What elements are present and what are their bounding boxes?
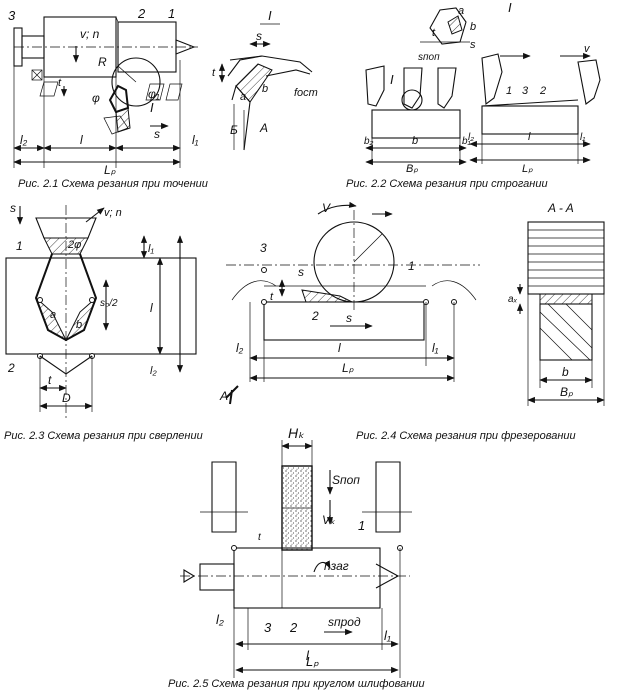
fig4-V: V bbox=[322, 201, 331, 215]
fig2-planing-diagram: I a b s sпоп t I b₂ b b₁ Bₚ v 1 3 2 l₂ bbox=[364, 0, 601, 175]
fig2-n1: 1 bbox=[506, 85, 512, 97]
fig3-n1: 1 bbox=[16, 239, 23, 253]
caption-fig-2-1: Рис. 2.1 Схема резания при точении bbox=[18, 178, 208, 190]
fig2-b: b bbox=[412, 135, 418, 147]
fig2-label-I: I bbox=[390, 72, 394, 87]
fig1-dim-l1: l₁ bbox=[192, 133, 199, 147]
fig1-label-2: 2 bbox=[137, 6, 146, 21]
fig5-sprod: sпрод bbox=[328, 615, 361, 629]
fig3-D: D bbox=[62, 391, 71, 405]
fig4-s: s bbox=[298, 265, 304, 279]
fig3-vn: v; n bbox=[104, 207, 122, 219]
fig4-section-Bp: Bₚ bbox=[560, 385, 574, 399]
fig4-A: A bbox=[219, 389, 228, 403]
fig1-detail-A: A bbox=[259, 121, 268, 135]
fig2-n2: 2 bbox=[539, 85, 546, 97]
caption-fig-2-5: Рис. 2.5 Схема резания при круглом шлифо… bbox=[168, 678, 425, 690]
fig1-detail-B: Б bbox=[230, 123, 238, 137]
fig4-l1: l₁ bbox=[432, 341, 439, 355]
fig5-l: l bbox=[306, 648, 310, 663]
fig4-n2: 2 bbox=[311, 309, 319, 323]
fig5-spop: Sпоп bbox=[332, 473, 360, 487]
fig3-a: a bbox=[50, 309, 56, 321]
fig2-Lp: Lₚ bbox=[522, 163, 533, 175]
fig3-b: b bbox=[76, 319, 82, 331]
fig1-detail-b: b bbox=[262, 83, 268, 95]
fig5-Lp: Lₚ bbox=[306, 654, 319, 669]
fig1-label-phi1: φ₁ bbox=[148, 87, 160, 101]
fig3-l1: l₁ bbox=[148, 243, 154, 255]
fig1-label-1: 1 bbox=[168, 6, 175, 21]
fig3-l2: l₂ bbox=[150, 365, 157, 377]
fig1-detail-t: t bbox=[212, 67, 216, 79]
caption-fig-2-4: Рис. 2.4 Схема резания при фрезеровании bbox=[356, 430, 576, 442]
fig3-n2: 2 bbox=[7, 361, 15, 375]
fig2-v: v bbox=[584, 43, 591, 55]
fig1-detail-fost: fост bbox=[294, 87, 318, 99]
fig2-l1: l₁ bbox=[580, 132, 585, 143]
fig2-top-s: s bbox=[470, 39, 476, 51]
fig5-nzag: nзаг bbox=[324, 559, 349, 573]
fig4-section-AA: A - A bbox=[547, 201, 574, 215]
fig3-drilling-diagram: s v; n 2φ 1 2 l₁ l l₂ s₀/2 a b t D bbox=[5, 201, 197, 420]
fig4-milling-diagram: V 3 t s 1 2 s l₂ l l₁ Lₚ A A - A bbox=[219, 201, 605, 406]
fig4-t: t bbox=[270, 291, 274, 303]
fig2-Bp: Bₚ bbox=[406, 163, 418, 175]
fig1-detail-s: s bbox=[256, 29, 262, 43]
fig3-phi: 2φ bbox=[67, 239, 81, 251]
fig1-label-I: I bbox=[150, 100, 154, 115]
fig1-detail-a: a bbox=[240, 91, 246, 103]
fig5-grinding-diagram: Hₖ Sпоп Vₖ 1 t nзаг l₂ 3 2 sпрод l l₁ Lₚ bbox=[180, 425, 412, 678]
fig2-n3: 3 bbox=[522, 85, 529, 97]
fig1-label-R: R bbox=[98, 55, 107, 69]
fig4-n1: 1 bbox=[408, 259, 415, 273]
fig1-label-s: s bbox=[154, 127, 160, 141]
fig1-dim-Lp: Lₚ bbox=[104, 163, 117, 177]
caption-fig-2-3: Рис. 2.3 Схема резания при сверлении bbox=[4, 430, 203, 442]
fig2-b2: b₂ bbox=[364, 136, 374, 147]
fig3-s: s bbox=[10, 201, 16, 215]
fig2-top-t: t bbox=[432, 27, 436, 39]
fig4-az: aₓ bbox=[508, 294, 518, 305]
fig1-turning-diagram: 3 2 1 v; n R t φ φ₁ I s l₂ l l₁ Lₚ I s t… bbox=[8, 6, 318, 177]
fig5-n1: 1 bbox=[358, 518, 365, 533]
fig1-label-vn: v; n bbox=[80, 27, 100, 41]
fig4-l2: l₂ bbox=[236, 341, 244, 355]
fig1-label-3: 3 bbox=[8, 8, 16, 23]
fig5-n2: 2 bbox=[289, 620, 298, 635]
fig2-top-I: I bbox=[508, 0, 512, 15]
fig1-detail-I: I bbox=[268, 8, 272, 23]
fig2-l: l bbox=[528, 131, 531, 143]
fig2-b1: b₁ bbox=[462, 136, 471, 147]
fig4-s-bottom: s bbox=[346, 311, 352, 325]
fig4-Lp: Lₚ bbox=[342, 361, 355, 375]
fig1-dim-l2: l₂ bbox=[20, 133, 28, 147]
fig5-l1: l₁ bbox=[384, 628, 391, 643]
fig2-top-spop: sпоп bbox=[418, 52, 440, 63]
fig3-l: l bbox=[150, 301, 153, 315]
fig4-n3: 3 bbox=[260, 241, 267, 255]
fig4-l: l bbox=[338, 341, 341, 355]
fig5-n3: 3 bbox=[264, 620, 272, 635]
fig5-Hk: Hₖ bbox=[288, 425, 305, 441]
fig2-top-b: b bbox=[470, 21, 476, 33]
fig5-t: t bbox=[258, 532, 262, 543]
fig5-l2: l₂ bbox=[216, 612, 224, 627]
fig1-dim-l: l bbox=[80, 133, 83, 147]
fig4-section-b: b bbox=[562, 365, 569, 379]
caption-fig-2-2: Рис. 2.2 Схема резания при строгании bbox=[346, 178, 548, 190]
fig1-label-phi: φ bbox=[92, 91, 100, 105]
fig3-s2: s₀/2 bbox=[100, 298, 118, 309]
fig2-top-a: a bbox=[458, 5, 464, 17]
fig2-l2: l₂ bbox=[468, 132, 474, 143]
fig1-label-t: t bbox=[58, 77, 62, 89]
fig3-t: t bbox=[48, 373, 52, 387]
fig5-vk: Vₖ bbox=[322, 513, 336, 527]
